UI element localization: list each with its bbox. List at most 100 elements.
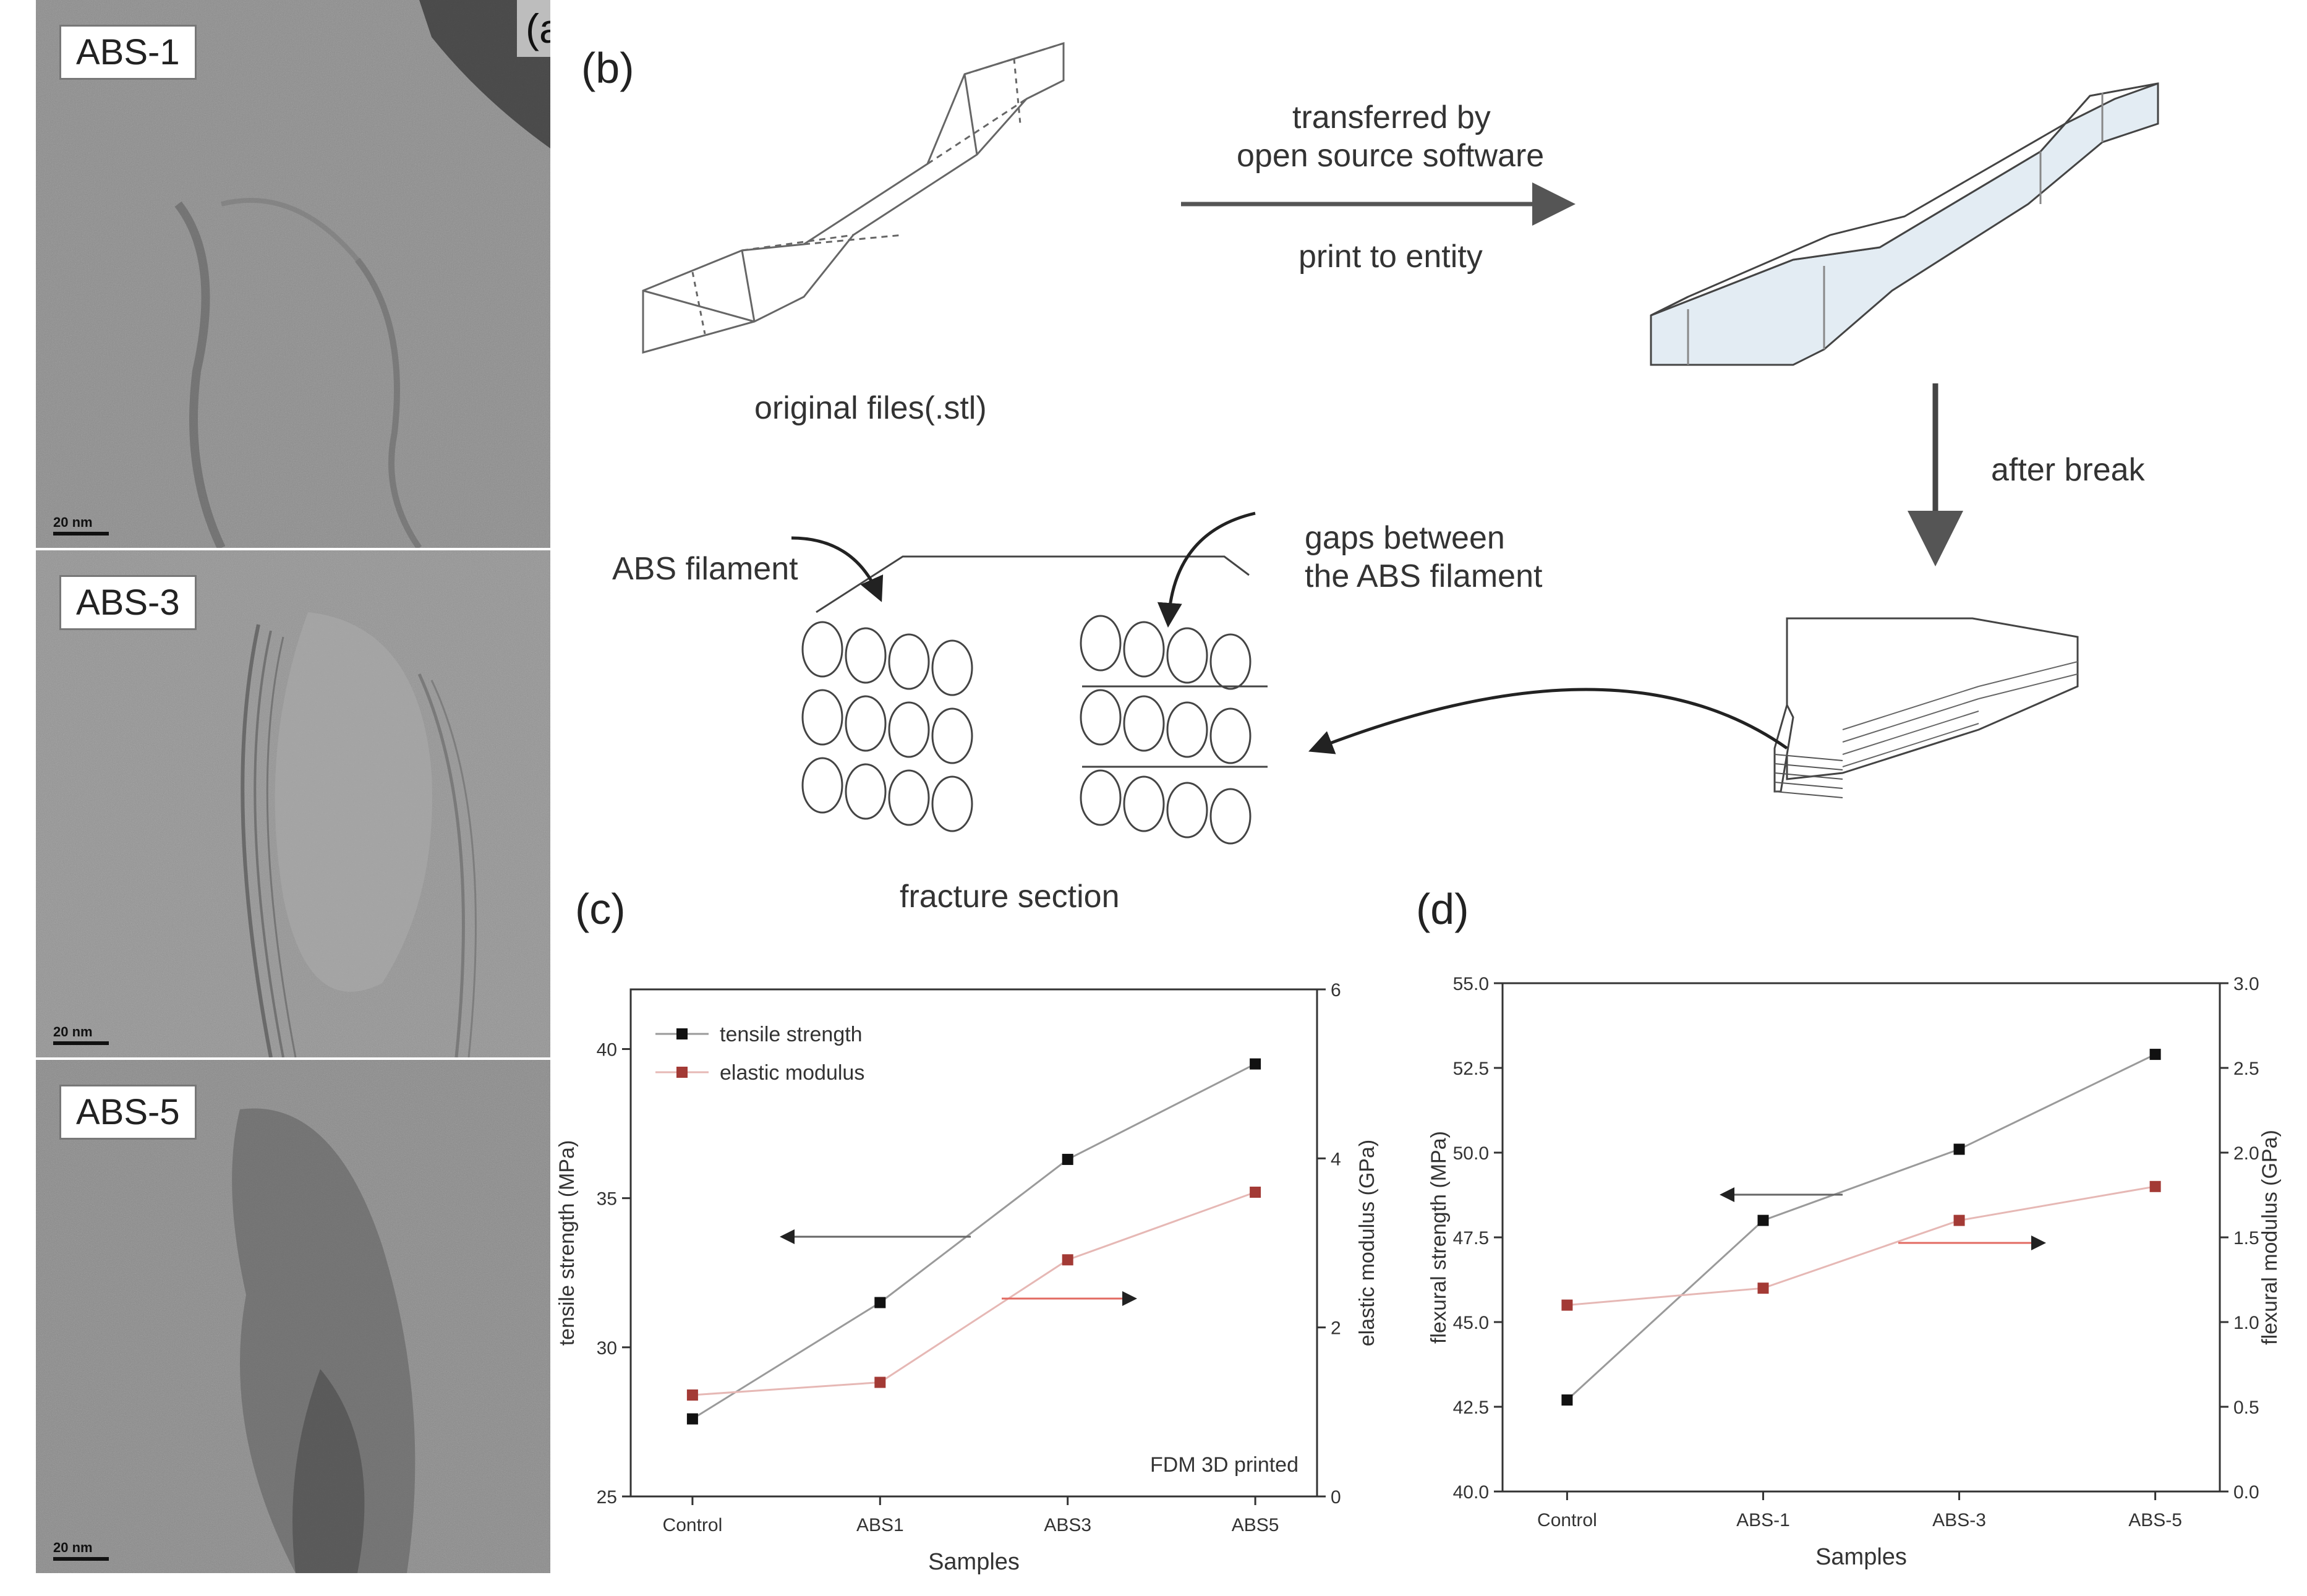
- series-line-left: [692, 1063, 1256, 1420]
- x-axis-label: Samples: [928, 1549, 1020, 1575]
- x-tick-label: ABS5: [1232, 1515, 1279, 1535]
- y-tick-label: 35: [597, 1189, 617, 1210]
- tem-texture-abs5: [36, 1060, 550, 1573]
- tem-texture-abs1: [36, 0, 550, 548]
- legend-marker: [676, 1028, 688, 1039]
- tem-image-abs1: ABS-1 20 nm (a): [36, 0, 550, 548]
- label-gaps-line2: the ABS filament: [1305, 558, 1543, 594]
- x-tick-label: Control: [1537, 1510, 1597, 1530]
- y-tick-label: 50.0: [1453, 1143, 1489, 1164]
- data-point: [1062, 1153, 1073, 1165]
- printed-dogbone: [1650, 82, 2159, 366]
- scale-bar-text: 20 nm: [53, 1024, 93, 1039]
- y-tick-label: 25: [597, 1487, 617, 1508]
- scale-bar-line: [53, 1041, 109, 1045]
- x-tick-label: ABS3: [1044, 1515, 1091, 1535]
- y2-tick-label: 0.5: [2233, 1398, 2259, 1418]
- plot-frame: [629, 988, 1318, 1498]
- y-tick-label: 45.0: [1453, 1313, 1489, 1333]
- label-transfer-line2: open source software: [1237, 138, 1545, 174]
- label-print-to-entity: print to entity: [1298, 239, 1483, 275]
- scale-bar-text: 20 nm: [53, 514, 93, 530]
- panel-label-a: (a): [517, 0, 550, 57]
- y-tick-label: 52.5: [1453, 1059, 1489, 1079]
- tem-image-abs5: ABS-5 20 nm: [36, 1060, 550, 1573]
- y2-axis-label: elastic modulus (GPa): [1355, 1140, 1379, 1346]
- broken-specimen: [1773, 617, 2079, 798]
- tem-label: ABS-1: [59, 25, 197, 80]
- x-tick-label: Control: [663, 1515, 723, 1535]
- data-point: [1953, 1214, 1965, 1226]
- data-point: [1561, 1299, 1573, 1311]
- y2-tick-label: 2: [1331, 1318, 1341, 1339]
- chart-flexural: 40.042.545.047.550.052.555.00.00.51.01.5…: [1427, 974, 2282, 1570]
- series-line-right: [692, 1191, 1256, 1396]
- label-original-files: original files(.stl): [754, 390, 987, 426]
- data-point: [1757, 1282, 1769, 1294]
- scale-bar: 20 nm: [53, 1024, 109, 1045]
- schematic-diagram: [642, 41, 2159, 845]
- data-point: [874, 1297, 886, 1308]
- data-point: [1250, 1058, 1261, 1070]
- data-point: [1757, 1214, 1769, 1226]
- data-point: [1953, 1143, 1965, 1155]
- panel-label-c: (c): [575, 885, 626, 933]
- legend-label: tensile strength: [720, 1023, 863, 1046]
- y2-tick-label: 1.5: [2233, 1228, 2259, 1248]
- y-tick-label: 40.0: [1453, 1482, 1489, 1503]
- y-tick-label: 42.5: [1453, 1398, 1489, 1418]
- label-transfer-line1: transferred by: [1292, 100, 1491, 135]
- data-point: [1250, 1187, 1261, 1198]
- plot-frame: [1501, 982, 2221, 1493]
- label-after-break: after break: [1991, 452, 2145, 488]
- y2-tick-label: 3.0: [2233, 974, 2259, 994]
- x-tick-label: ABS1: [856, 1515, 904, 1535]
- x-tick-label: ABS-1: [1736, 1510, 1790, 1530]
- data-point: [2149, 1180, 2161, 1192]
- scale-bar-text: 20 nm: [53, 1540, 93, 1555]
- y-tick-label: 30: [597, 1338, 617, 1359]
- scale-bar-line: [53, 532, 109, 536]
- x-tick-label: ABS-5: [2128, 1510, 2182, 1530]
- y-tick-label: 40: [597, 1039, 617, 1060]
- y2-tick-label: 0: [1331, 1487, 1341, 1508]
- y2-tick-label: 0.0: [2233, 1482, 2259, 1503]
- y2-tick-label: 2.0: [2233, 1143, 2259, 1164]
- abs-filament-pointer: [791, 536, 884, 602]
- data-point: [874, 1376, 886, 1388]
- label-abs-filament: ABS filament: [612, 551, 798, 587]
- series-line-left: [1566, 1053, 2156, 1401]
- scale-bar: 20 nm: [53, 1540, 109, 1561]
- legend-marker: [676, 1067, 688, 1078]
- y2-tick-label: 1.0: [2233, 1313, 2259, 1333]
- data-point: [686, 1389, 698, 1401]
- chart-annotation: FDM 3D printed: [1150, 1453, 1298, 1477]
- y-axis-label: flexural strength (MPa): [1427, 1131, 1451, 1344]
- y-tick-label: 47.5: [1453, 1228, 1489, 1248]
- fracture-arrow: [1308, 688, 1788, 754]
- data-point: [686, 1413, 698, 1425]
- data-point: [1561, 1394, 1573, 1406]
- y2-tick-label: 4: [1331, 1149, 1341, 1169]
- gaps-pointer: [1157, 511, 1256, 628]
- x-axis-label: Samples: [1815, 1544, 1907, 1570]
- y-axis-label: tensile strength (MPa): [555, 1140, 579, 1346]
- label-gaps-line1: gaps between: [1305, 520, 1505, 556]
- panel-label-b: (b): [581, 44, 634, 92]
- fracture-section-filaments: [801, 555, 1268, 845]
- tem-label: ABS-5: [59, 1085, 197, 1140]
- y2-axis-label: flexural modulus (GPa): [2258, 1130, 2282, 1345]
- tem-texture-abs3: [36, 550, 550, 1057]
- scale-bar-line: [53, 1557, 109, 1561]
- wireframe-dogbone: [642, 41, 1065, 354]
- label-fracture-section: fracture section: [900, 879, 1120, 915]
- data-point: [1062, 1254, 1073, 1266]
- y2-tick-label: 2.5: [2233, 1059, 2259, 1079]
- series-line-right: [1567, 1185, 2156, 1307]
- tem-image-abs3: ABS-3 20 nm: [36, 550, 550, 1057]
- panel-label-d: (d): [1416, 885, 1469, 933]
- data-point: [2149, 1049, 2161, 1060]
- x-tick-label: ABS-3: [1932, 1510, 1986, 1530]
- y2-tick-label: 6: [1331, 980, 1341, 1001]
